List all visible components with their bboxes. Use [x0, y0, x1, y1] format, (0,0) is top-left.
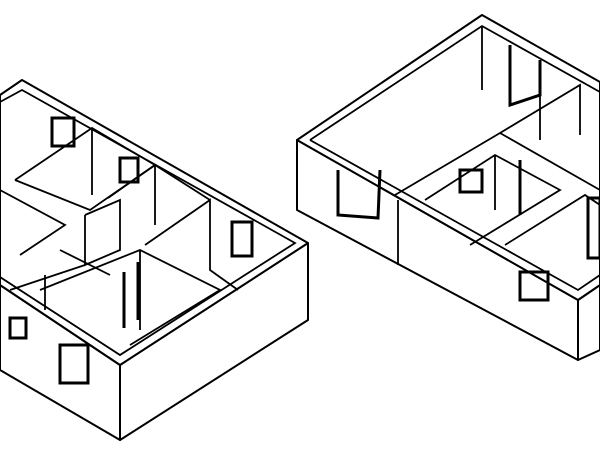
window-icon	[118, 156, 140, 184]
door-icon	[508, 45, 542, 108]
window-icon	[50, 116, 76, 148]
window-icon	[8, 316, 28, 340]
right-house	[296, 14, 600, 361]
door-icon	[336, 169, 382, 220]
window-icon	[58, 343, 90, 385]
window-icon	[586, 196, 600, 260]
right-house-windows-doors	[336, 45, 600, 302]
window-icon	[518, 270, 550, 302]
left-house	[0, 79, 309, 441]
left-house-interior-walls	[0, 126, 239, 346]
left-house-inner-rim	[0, 88, 297, 357]
right-house-floor	[296, 14, 600, 301]
window-icon	[230, 220, 254, 258]
left-house-windows-doors	[8, 116, 254, 385]
left-house-floor	[0, 79, 309, 366]
window-icon	[458, 168, 484, 194]
right-house-inner-rim	[309, 139, 600, 292]
